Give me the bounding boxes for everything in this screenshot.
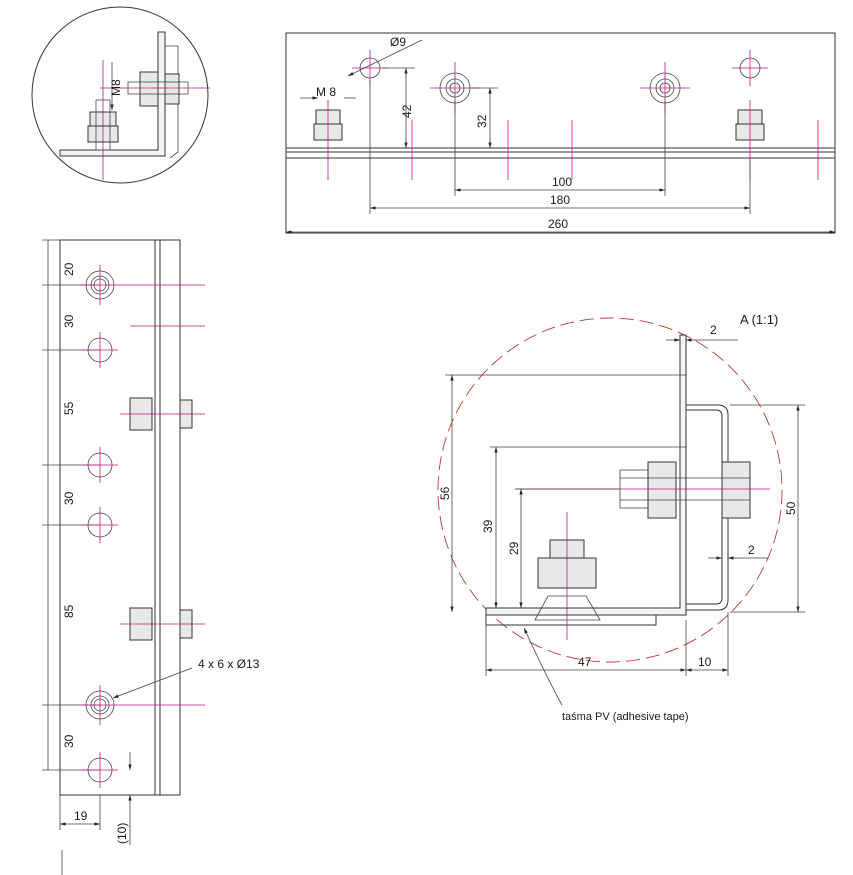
side-dim-19: 19 (74, 809, 88, 823)
side-dim-5: 85 (62, 604, 76, 618)
section-dim-47: 47 (578, 655, 592, 669)
section-dim-39: 39 (481, 519, 495, 533)
top-dim-42: 42 (400, 104, 414, 118)
top-dim-32: 32 (475, 114, 489, 128)
top-hole-label: Ø9 (390, 35, 406, 49)
side-dim-6: 30 (62, 734, 76, 748)
section-view: A (1:1) (437, 312, 805, 723)
section-circle (437, 317, 783, 663)
side-hole-1 (82, 332, 118, 368)
side-bolt-horizontal-2 (120, 607, 205, 641)
side-dim-2: 30 (62, 314, 76, 328)
top-view: Ø9 M 8 42 32 100 180 260 (285, 32, 836, 234)
side-view-frame (59, 239, 181, 796)
top-dim-260: 260 (548, 217, 568, 231)
side-dim-10: (10) (115, 823, 129, 844)
section-tape-label: taśma PV (adhesive tape) (562, 711, 689, 723)
side-view: 20 30 55 30 85 30 (42, 239, 260, 875)
top-nut-right (735, 100, 765, 180)
section-dim-10: 10 (698, 655, 712, 669)
detail-m8-label: M8 (109, 79, 123, 96)
side-bolt-1 (80, 265, 205, 305)
top-bolt-label: M 8 (316, 85, 336, 99)
section-dim-2-top: 2 (710, 323, 717, 337)
side-dim-4: 30 (62, 491, 76, 505)
section-dim-56: 56 (438, 486, 452, 500)
side-bolt-2 (80, 685, 205, 725)
side-dim-1: 20 (62, 262, 76, 276)
section-dim-2-side: 2 (748, 543, 755, 557)
top-dim-180: 180 (550, 193, 570, 207)
top-nut-left (313, 100, 343, 180)
top-hole-2 (732, 50, 768, 86)
side-dim-3: 55 (62, 401, 76, 415)
side-hole-3 (82, 507, 118, 543)
side-bolt-horizontal-1 (120, 397, 205, 431)
top-dim-100: 100 (552, 175, 572, 189)
detail-nut-horizontal (139, 71, 159, 107)
side-hole-callout: 4 x 6 x Ø13 (198, 657, 260, 671)
detail-view: M8 (31, 6, 210, 184)
section-bolt-horizontal (515, 461, 770, 519)
side-hole-2 (82, 447, 118, 483)
section-dim-29: 29 (507, 541, 521, 555)
section-title: A (1:1) (740, 312, 778, 327)
detail-profile (59, 31, 166, 157)
detail-circle (31, 6, 209, 184)
section-bolt-vertical (534, 512, 601, 640)
side-hole-4 (82, 752, 118, 788)
section-dim-50: 50 (784, 501, 798, 515)
